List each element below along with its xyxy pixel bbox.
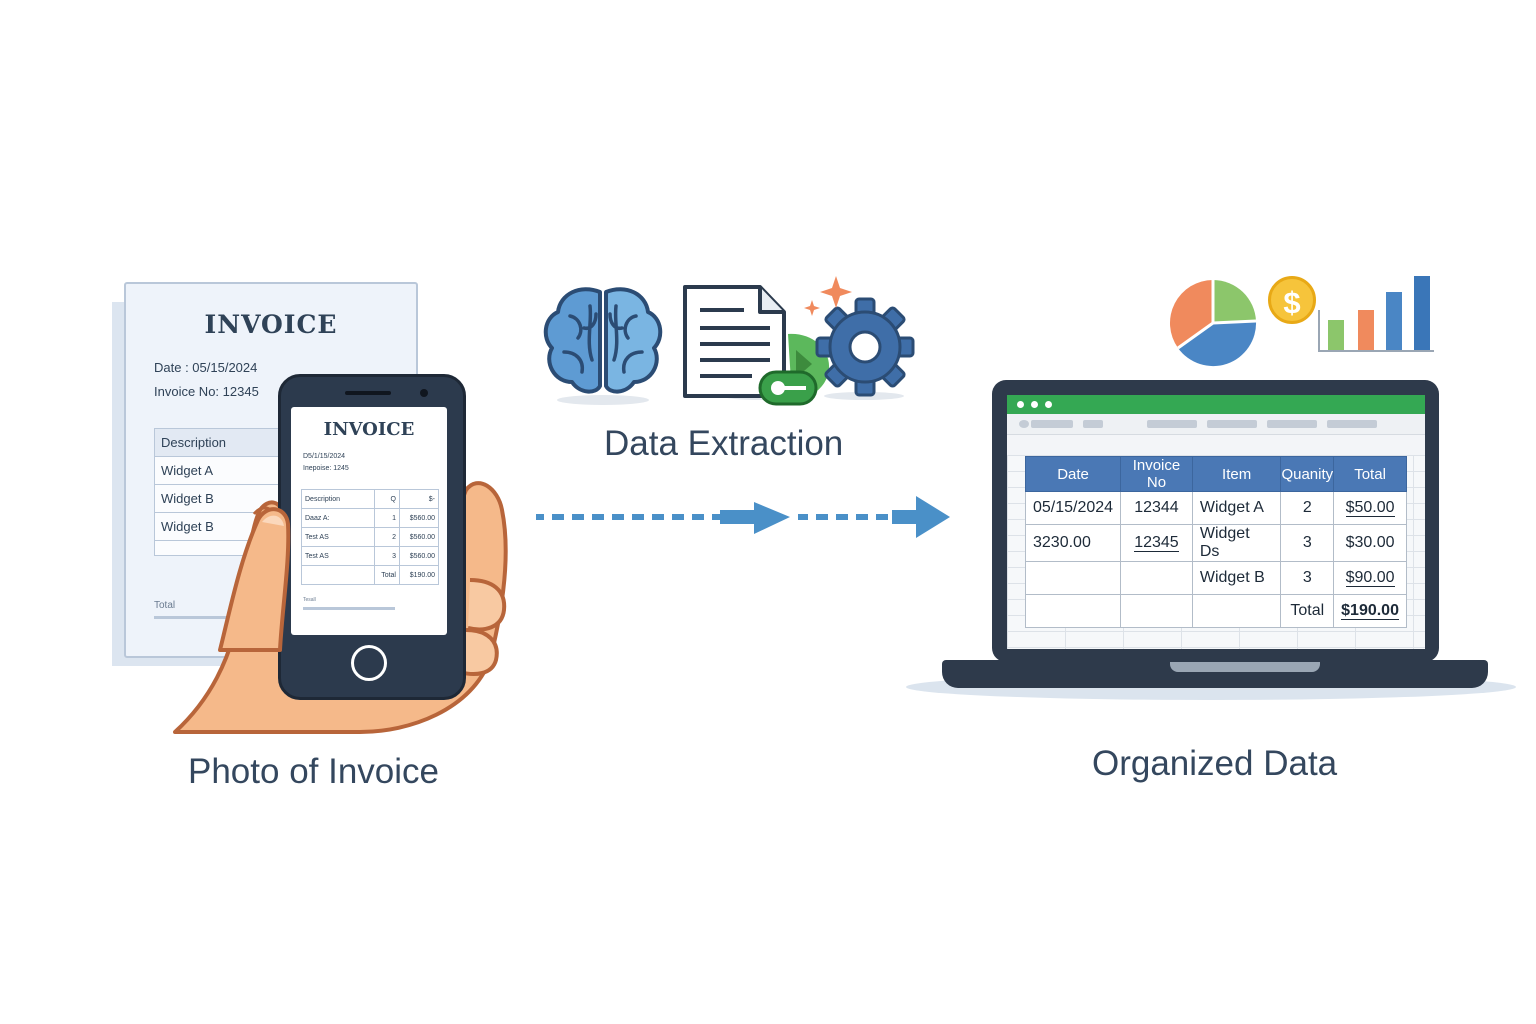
- phone-table-cell: 2: [374, 527, 400, 547]
- phone-invoice-footer: Tesall: [303, 597, 316, 603]
- phone-table-cell: $560.00: [399, 546, 439, 566]
- phone-invoice-footer-line: [303, 607, 395, 610]
- table-cell[interactable]: $30.00: [1333, 524, 1407, 562]
- gear-icon: [815, 297, 915, 400]
- thumb-icon: [218, 507, 291, 652]
- table-row: Total $190.00: [1024, 594, 1407, 628]
- table-cell[interactable]: $90.00: [1333, 561, 1407, 595]
- column-header: Item: [1191, 456, 1282, 492]
- column-header: Date: [1024, 456, 1122, 492]
- paper-invoice-total: Total: [154, 600, 176, 611]
- toolbar-field[interactable]: [1327, 420, 1377, 428]
- toolbar-field[interactable]: [1031, 420, 1073, 428]
- data-extraction-label: Data Extraction: [604, 424, 844, 463]
- brain-icon: [543, 287, 663, 405]
- toolbar-icon[interactable]: [1083, 420, 1103, 428]
- table-cell[interactable]: 3: [1280, 561, 1335, 595]
- table-row: Widget B 3 $90.00: [1024, 561, 1407, 595]
- phone-table-header: $-: [399, 489, 439, 509]
- smartphone: INVOICE D5/1/15/2024 Iпероіse: 1245 Desc…: [278, 374, 466, 700]
- window-title-bar: [1007, 395, 1425, 414]
- home-button: [351, 645, 387, 681]
- phone-table-cell: Daaz A:: [301, 508, 375, 528]
- column-header: Total: [1333, 456, 1407, 492]
- table-total-value[interactable]: $190.00: [1333, 594, 1407, 628]
- table-cell-value: 12345: [1134, 534, 1179, 552]
- camera-icon: [420, 389, 428, 397]
- phone-speaker: [345, 391, 391, 395]
- table-cell[interactable]: [1191, 594, 1282, 628]
- table-cell[interactable]: 3230.00: [1024, 524, 1122, 562]
- paper-invoice-date: Date : 05/15/2024: [154, 360, 258, 375]
- sparkle-icon: [804, 276, 852, 316]
- organized-data-table: Date Invoice No Item Quanity Total 05/15…: [1024, 456, 1407, 628]
- column-header: Invoice No: [1120, 456, 1193, 492]
- phone-invoice-table: Description Q $- Daaz A: 1 $560.00 Test …: [301, 489, 439, 585]
- table-cell[interactable]: [1024, 561, 1122, 595]
- phone-table-cell: 3: [374, 546, 400, 566]
- paper-invoice-total-line: [154, 616, 264, 619]
- spreadsheet-toolbar: [1007, 414, 1425, 435]
- table-cell[interactable]: Widget Ds: [1191, 524, 1282, 562]
- pie-chart-icon: [1169, 279, 1257, 367]
- table-cell[interactable]: [1120, 594, 1193, 628]
- phone-table-cell: $560.00: [399, 508, 439, 528]
- table-cell[interactable]: [1120, 561, 1193, 595]
- paper-invoice-number: Invoice No: 12345: [154, 384, 259, 399]
- table-cell-value: $90.00: [1345, 569, 1395, 587]
- table-cell[interactable]: 2: [1280, 491, 1335, 525]
- table-cell[interactable]: 3: [1280, 524, 1335, 562]
- table-cell[interactable]: 12344: [1120, 491, 1193, 525]
- table-cell[interactable]: $50.00: [1333, 491, 1407, 525]
- phone-invoice-date: D5/1/15/2024: [303, 453, 346, 460]
- window-control-icon[interactable]: [1017, 401, 1024, 408]
- table-cell[interactable]: Widget B: [1191, 561, 1282, 595]
- toolbar-icon[interactable]: [1019, 420, 1029, 428]
- phone-total-value: $190.00: [399, 565, 439, 585]
- column-header: Quanity: [1280, 456, 1335, 492]
- laptop-trackpad-notch: [1170, 662, 1320, 672]
- phone-table-cell: $560.00: [399, 527, 439, 547]
- window-control-icon[interactable]: [1031, 401, 1038, 408]
- toolbar-field[interactable]: [1147, 420, 1197, 428]
- phone-invoice-title: INVOICE: [323, 419, 415, 440]
- phone-screen: INVOICE D5/1/15/2024 Iпероіse: 1245 Desc…: [291, 407, 447, 635]
- table-total-label[interactable]: Total: [1280, 594, 1335, 628]
- phone-invoice-number: Iпероіse: 1245: [303, 465, 349, 472]
- toolbar-field[interactable]: [1207, 420, 1257, 428]
- bar-chart-icon: [1318, 276, 1434, 352]
- phone-table-cell: Test AS: [301, 546, 375, 566]
- table-cell[interactable]: Widget A: [1191, 491, 1282, 525]
- phone-table-cell: Test AS: [301, 527, 375, 547]
- spreadsheet-formula-row: [1007, 435, 1425, 455]
- table-cell[interactable]: 05/15/2024: [1024, 491, 1122, 525]
- table-row: 05/15/2024 12344 Widget A 2 $50.00: [1024, 491, 1407, 525]
- flow-arrow-icon: [536, 496, 950, 538]
- organized-data-label: Organized Data: [1092, 744, 1338, 783]
- window-control-icon[interactable]: [1045, 401, 1052, 408]
- dollar-coin-icon: $: [1268, 276, 1316, 324]
- toolbar-field[interactable]: [1267, 420, 1317, 428]
- phone-table-header: Q: [374, 489, 400, 509]
- phone-table-cell: 1: [374, 508, 400, 528]
- phone-total-label: Total: [374, 565, 400, 585]
- photo-of-invoice-label: Photo of Invoice: [188, 752, 439, 791]
- phone-table-header: Description: [301, 489, 375, 509]
- table-row: 3230.00 12345 Widget Ds 3 $30.00: [1024, 524, 1407, 562]
- paper-invoice-title: INVOICE: [204, 310, 338, 339]
- table-cell[interactable]: [1024, 594, 1122, 628]
- table-cell[interactable]: 12345: [1120, 524, 1193, 562]
- table-cell-value: $190.00: [1341, 602, 1399, 620]
- table-cell-value: $50.00: [1345, 499, 1395, 517]
- phone-table-cell: [301, 565, 375, 585]
